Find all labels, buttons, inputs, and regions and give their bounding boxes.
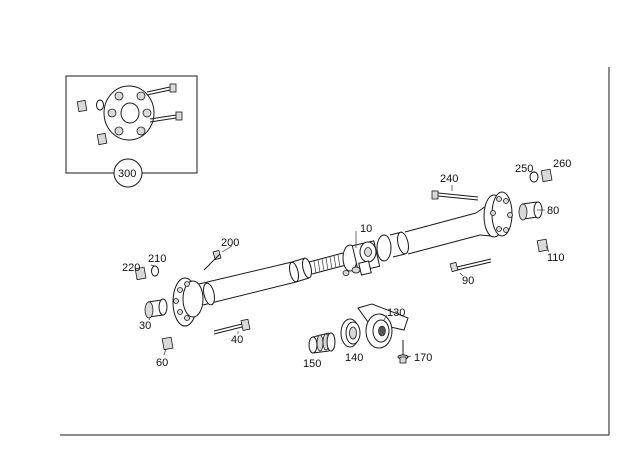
label-30: 30	[139, 320, 151, 332]
rear-shaft-tube	[389, 205, 492, 258]
inset-flex-disc-kit: 300	[65, 75, 198, 188]
bolt-40	[213, 318, 251, 335]
driveshaft-assembly	[172, 191, 513, 327]
bolt-240	[431, 190, 479, 201]
label-240: 240	[440, 173, 458, 185]
bushing-80	[518, 201, 543, 221]
label-170: 170	[414, 352, 432, 364]
nut-220	[134, 266, 147, 281]
washer-inset-left	[96, 99, 104, 111]
label-90: 90	[462, 275, 474, 287]
nut-inset-bottom	[96, 132, 108, 146]
label-200: 200	[221, 237, 239, 249]
label-210: 210	[148, 253, 166, 265]
flex-disc-inset	[103, 85, 155, 141]
center-universal-joint	[342, 234, 392, 276]
nut-inset-left	[76, 99, 88, 113]
label-250: 250	[515, 163, 533, 175]
label-110: 110	[547, 252, 565, 264]
nut-260	[540, 168, 553, 183]
bolt-200	[203, 249, 222, 271]
boot-150	[308, 332, 336, 354]
bushing-30	[144, 298, 168, 319]
label-130: 130	[387, 307, 405, 319]
ring-140	[340, 318, 361, 348]
label-260: 260	[553, 158, 571, 170]
spline-section	[308, 252, 347, 275]
leader-lines	[148, 171, 550, 358]
front-flex-disc	[172, 277, 204, 327]
bolt-inset-mid	[149, 111, 183, 123]
label-300: 300	[118, 168, 136, 180]
washer-210	[151, 265, 159, 277]
label-220: 220	[122, 262, 140, 274]
label-40: 40	[231, 334, 243, 346]
nut-60	[161, 336, 174, 351]
bolt-90	[449, 258, 492, 273]
center-bearing-130	[357, 303, 409, 349]
label-150: 150	[303, 358, 321, 370]
rear-flex-disc	[483, 191, 513, 238]
label-140: 140	[345, 352, 363, 364]
label-80: 80	[547, 205, 559, 217]
nut-110	[536, 238, 549, 253]
screw-170	[397, 340, 409, 364]
front-shaft-tube	[198, 257, 313, 306]
bolt-inset-top	[146, 83, 177, 96]
label-10: 10	[360, 223, 372, 235]
label-60: 60	[156, 357, 168, 369]
callout-circle-300	[113, 158, 143, 188]
